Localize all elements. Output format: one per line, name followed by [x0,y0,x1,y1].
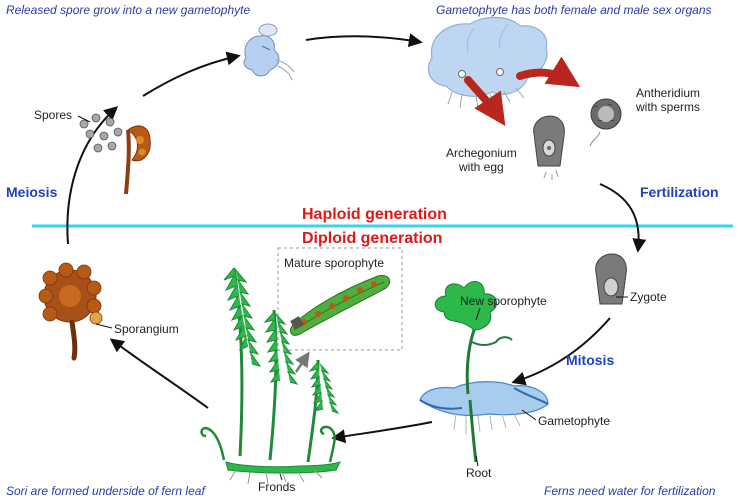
leader-gametophyte [521,409,537,421]
label-antheridium-line2: with sperms [636,100,701,115]
caption-top-left: Released spore grow into a new gametophy… [6,3,251,17]
cycle-arrow-to-sporangium [109,338,209,409]
diploid-generation-label: Diploid generation [302,230,443,247]
label-archegonium-line2: with egg [459,160,504,175]
label-sporangium: Sporangium [114,322,179,336]
antheridium-illustration [589,98,622,147]
archegonium-illustration [533,115,565,180]
leader-sporangium [95,323,113,329]
label-archegonium-line1: Archegonium [446,146,517,160]
cycle-arrow-fertilization [599,183,647,253]
germinating-spore-illustration [243,23,295,81]
caption-bottom-left: Sori are formed underside of fern leaf [6,484,205,498]
leader-new-sporophyte [475,307,481,321]
cycle-arrow-meiosis [66,106,119,245]
caption-bottom-right: Ferns need water for fertilization [544,484,716,498]
zygote-illustration [595,253,627,305]
leader-root [475,455,479,467]
mature-sporophyte-inset [277,247,403,373]
process-mitosis: Mitosis [566,352,615,368]
cycle-arrow-mitosis [511,317,611,386]
cycle-arrow-to-fern [331,421,433,444]
new-sporophyte-illustration [419,280,549,463]
sporangium-illustration [38,262,103,361]
cycle-arrow-to-mature-gametophyte [305,33,423,48]
label-new-sporophyte: New sporophyte [460,294,547,308]
gametophyte-prothallus-illustration [427,16,581,126]
label-spores: Spores [34,108,73,122]
cycle-arrow-spore-to-gametophyte [142,51,241,97]
spores-and-sorus-illustration [79,113,151,195]
label-mature-sporophyte: Mature sporophyte [284,256,385,270]
process-meiosis: Meiosis [6,184,58,200]
label-root: Root [466,466,492,480]
label-antheridium-line1: Antheridium [636,86,701,100]
label-archegonium: Archegonium with egg [446,146,517,174]
process-fertilization: Fertilization [640,184,719,200]
haploid-generation-label: Haploid generation [302,206,447,223]
label-zygote: Zygote [630,290,667,304]
leader-fronds [279,473,283,481]
mature-fern-illustration [200,267,341,485]
label-antheridium: Antheridium with sperms [636,86,700,114]
leader-spores [77,115,91,123]
caption-top-right: Gametophyte has both female and male sex… [436,3,712,17]
label-fronds: Fronds [258,480,296,494]
label-gametophyte: Gametophyte [538,414,611,428]
